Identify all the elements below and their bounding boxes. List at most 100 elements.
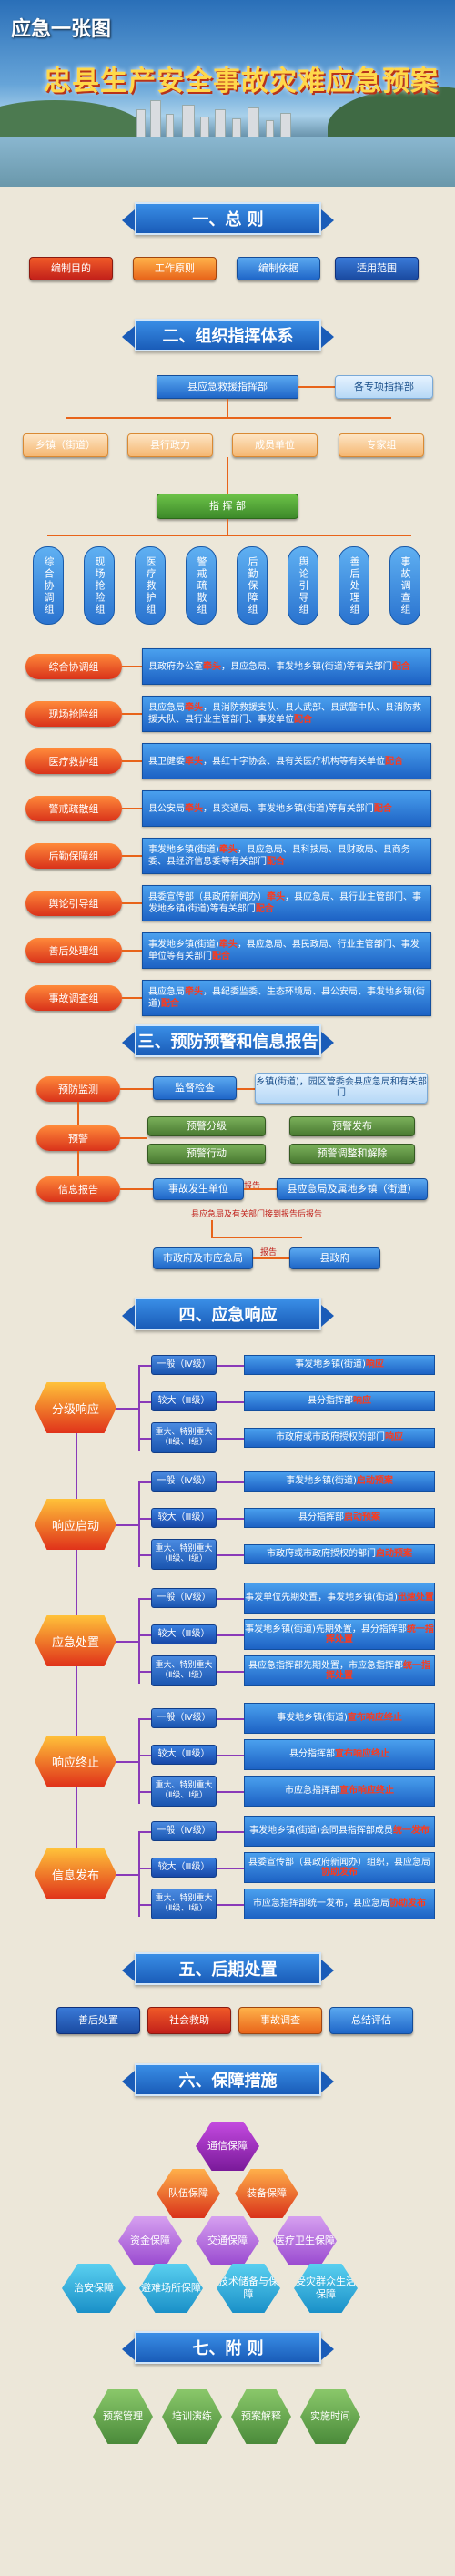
monitor-tag[interactable]: 预防监测	[36, 1076, 120, 1102]
prewarn-grade[interactable]: 预警分级	[147, 1116, 266, 1136]
post-item[interactable]: 总结评估	[329, 2007, 413, 2034]
response-desc: 市政府或市政府授权的部门响应	[244, 1428, 435, 1448]
prewarn-publish[interactable]: 预警发布	[289, 1116, 415, 1136]
response-level[interactable]: 一般（Ⅳ级）	[151, 1355, 217, 1375]
guarantee-hex[interactable]: 治安保障	[62, 2264, 126, 2313]
group-tag[interactable]: 舆论引导组	[25, 891, 122, 916]
response-level[interactable]: 较大（Ⅲ级）	[151, 1624, 217, 1644]
group-vertical[interactable]: 事故调查组	[389, 546, 420, 625]
report-tag[interactable]: 信息报告	[36, 1176, 120, 1202]
response-level[interactable]: 较大（Ⅲ级）	[151, 1508, 217, 1528]
response-actor: 县应急指挥部先期处置，市应急指挥部	[248, 1660, 403, 1671]
guarantee-hex[interactable]: 医疗卫生保障	[273, 2216, 337, 2265]
role-text: 牵头	[203, 661, 221, 672]
connector-line	[227, 457, 228, 494]
response-phase[interactable]: 应急处置	[35, 1615, 116, 1666]
group-tag[interactable]: 综合协调组	[25, 654, 122, 679]
response-level[interactable]: 较大（Ⅲ级）	[151, 1745, 217, 1765]
appendix-hex[interactable]: 培训演练	[162, 2389, 222, 2444]
response-level[interactable]: 重大、特别重大（Ⅱ级、Ⅰ级）	[151, 1776, 217, 1807]
group-tag[interactable]: 后勤保障组	[25, 843, 122, 869]
support-units: ，县交通局、事发地乡镇(街道)等有关部门	[203, 803, 374, 814]
response-actor: 县分指挥部	[298, 1512, 344, 1523]
prewarn-adjust[interactable]: 预警调整和解除	[289, 1144, 415, 1164]
guarantee-hex[interactable]: 队伍保障	[157, 2169, 220, 2218]
connector-line	[120, 1088, 153, 1090]
group-vertical[interactable]: 后勤保障组	[237, 546, 268, 625]
response-actor: 事发地乡镇(街道)会同县指挥部成员	[249, 1826, 393, 1837]
connector-line	[66, 417, 391, 419]
response-actor: 县委宣传部（县政府新闻办）组织，县应急局	[248, 1857, 430, 1868]
group-vertical[interactable]: 综合协调组	[33, 546, 64, 625]
connector-line	[138, 1868, 151, 1869]
group-tag[interactable]: 事故调查组	[25, 985, 122, 1011]
county-bureau-box[interactable]: 县应急局及属地乡镇（街道）	[277, 1178, 428, 1200]
role-text: 配合	[255, 904, 274, 914]
response-phase[interactable]: 响应启动	[35, 1499, 116, 1550]
guarantee-hex[interactable]: 避难场所保障	[139, 2264, 203, 2313]
response-level[interactable]: 重大、特别重大（Ⅱ级、Ⅰ级）	[151, 1655, 217, 1686]
post-item[interactable]: 事故调查	[238, 2007, 322, 2034]
response-level[interactable]: 重大、特别重大（Ⅱ级、Ⅰ级）	[151, 1422, 217, 1453]
special-hq-box[interactable]: 各专项指挥部	[335, 375, 433, 399]
role-text: 牵头	[185, 703, 203, 713]
city-gov-box[interactable]: 市政府及市应急局	[153, 1247, 253, 1269]
prewarn-action[interactable]: 预警行动	[147, 1144, 266, 1164]
building-shape	[182, 105, 195, 140]
general-item[interactable]: 工作原则	[133, 257, 217, 280]
member-box[interactable]: 成员单位	[232, 433, 318, 457]
appendix-hex[interactable]: 预案管理	[93, 2389, 153, 2444]
connector-line	[217, 1791, 244, 1793]
guarantee-hex[interactable]: 交通保障	[196, 2216, 259, 2265]
member-box[interactable]: 乡镇（街道）	[23, 433, 108, 457]
general-item[interactable]: 编制目的	[29, 257, 113, 280]
guarantee-hex[interactable]: 通信保障	[196, 2122, 259, 2171]
response-action: 响应	[353, 1396, 371, 1407]
response-level[interactable]: 重大、特别重大（Ⅱ级、Ⅰ级）	[151, 1889, 217, 1919]
response-level[interactable]: 一般（Ⅳ级）	[151, 1708, 217, 1728]
hq-office-box[interactable]: 指 挥 部	[157, 494, 298, 519]
guarantee-hex[interactable]: 资金保障	[118, 2216, 182, 2265]
guarantee-hex[interactable]: 技术储备与保障	[217, 2264, 280, 2313]
guarantee-hex[interactable]: 受灾群众生活保障	[294, 2264, 358, 2313]
post-item[interactable]: 社会救助	[147, 2007, 231, 2034]
group-vertical[interactable]: 善后处理组	[339, 546, 369, 625]
support-units: ，县应急局、县民政局、行业主管部门、事发单位等有关部门	[148, 940, 420, 962]
response-level[interactable]: 一般（Ⅳ级）	[151, 1588, 217, 1608]
county-gov-box[interactable]: 县政府	[289, 1247, 380, 1269]
response-level[interactable]: 一般（Ⅳ级）	[151, 1821, 217, 1841]
connector-line	[47, 535, 411, 536]
response-actor: 事发单位先期处置，事发地乡镇(街道)	[245, 1593, 398, 1604]
supervise-box[interactable]: 监督检查	[153, 1076, 237, 1100]
group-tag[interactable]: 善后处理组	[25, 938, 122, 963]
role-text: 牵头	[218, 940, 238, 950]
accident-unit-box[interactable]: 事故发生单位	[153, 1178, 244, 1200]
response-level[interactable]: 较大（Ⅲ级）	[151, 1391, 217, 1411]
group-vertical[interactable]: 现场抢险组	[84, 546, 115, 625]
member-box[interactable]: 专家组	[339, 433, 424, 457]
response-level[interactable]: 一般（Ⅳ级）	[151, 1471, 217, 1492]
general-item[interactable]: 编制依据	[237, 257, 320, 280]
role-text: 配合	[212, 952, 230, 962]
guarantee-hex[interactable]: 装备保障	[235, 2169, 298, 2218]
response-level[interactable]: 重大、特别重大（Ⅱ级、Ⅰ级）	[151, 1539, 217, 1570]
response-phase[interactable]: 信息发布	[35, 1848, 116, 1899]
appendix-hex[interactable]: 实施时间	[300, 2389, 360, 2444]
group-vertical[interactable]: 警戒疏散组	[186, 546, 217, 625]
hq-box[interactable]: 县应急救援指挥部	[157, 375, 298, 399]
response-phase[interactable]: 分级响应	[35, 1382, 116, 1433]
prewarn-tag[interactable]: 预警	[36, 1125, 120, 1151]
response-phase[interactable]: 响应终止	[35, 1736, 116, 1787]
general-item[interactable]: 适用范围	[335, 257, 419, 280]
post-item[interactable]: 善后处置	[56, 2007, 140, 2034]
group-tag[interactable]: 医疗救护组	[25, 748, 122, 774]
group-vertical[interactable]: 医疗救护组	[135, 546, 166, 625]
group-vertical[interactable]: 舆论引导组	[288, 546, 318, 625]
role-text: 牵头	[185, 756, 203, 767]
appendix-hex[interactable]: 预案解释	[231, 2389, 291, 2444]
group-tag[interactable]: 警戒疏散组	[25, 796, 122, 821]
group-tag[interactable]: 现场抢险组	[25, 701, 122, 727]
response-level[interactable]: 较大（Ⅲ级）	[151, 1858, 217, 1878]
connector-line	[122, 760, 142, 762]
member-box[interactable]: 县行政力	[127, 433, 213, 457]
